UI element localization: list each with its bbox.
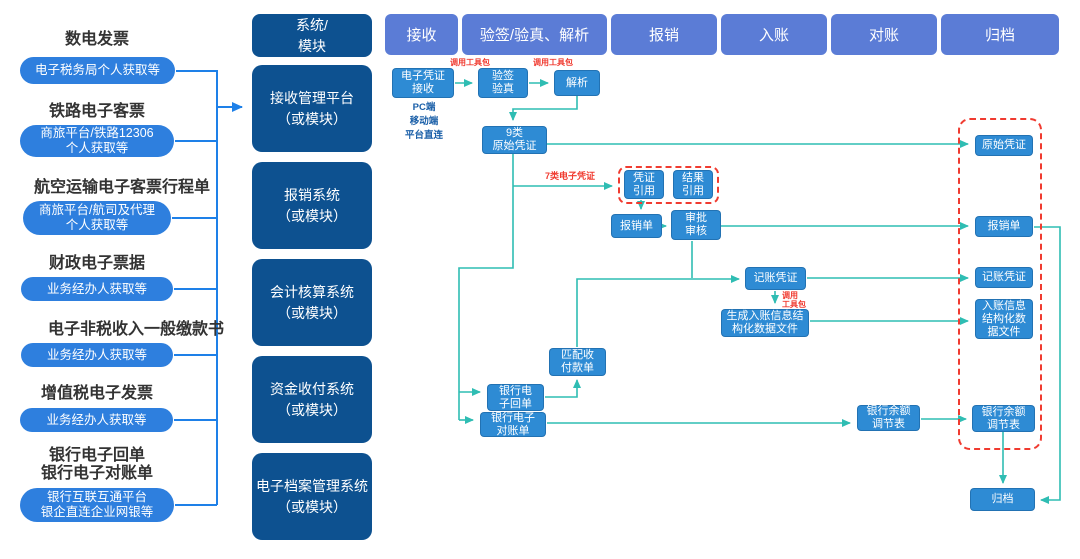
label-toolkit-1: 调用工具包 bbox=[450, 58, 490, 67]
stage-expense: 报销 bbox=[611, 14, 717, 55]
node-parse: 解析 bbox=[554, 70, 600, 96]
flow-arrows bbox=[455, 79, 1061, 504]
source-title-2: 铁路电子客票 bbox=[48, 103, 145, 120]
system-box-accounting-system: 会计核算系统 （或模块） bbox=[252, 259, 372, 346]
source-title-3: 航空运输电子客票行程单 bbox=[33, 179, 210, 196]
stage-archive: 归档 bbox=[941, 14, 1059, 55]
source-connectors bbox=[172, 70, 243, 506]
node-receive: 电子凭证 接收 bbox=[392, 68, 454, 98]
source-pill-6: 业务经办人获取等 bbox=[20, 408, 173, 432]
node-bank-reconciliation-mid: 银行余额 调节表 bbox=[857, 405, 920, 431]
source-title-1: 数电发票 bbox=[64, 31, 129, 48]
node-expense-form: 报销单 bbox=[611, 214, 662, 238]
stage-verify-parse: 验签/验真、解析 bbox=[462, 14, 607, 55]
dashed-group-archive bbox=[958, 118, 1042, 450]
node-archive: 归档 bbox=[970, 488, 1035, 511]
arrow-expense-form-archive-to-archive bbox=[1034, 226, 1061, 504]
arrow-parse-to-nine-types bbox=[509, 96, 578, 121]
node-accounting-voucher-archive: 记账凭证 bbox=[975, 267, 1033, 288]
source-pill-2: 商旅平台/铁路12306 个人获取等 bbox=[20, 125, 174, 157]
source-pill-3: 商旅平台/航司及代理 个人获取等 bbox=[23, 201, 171, 235]
system-column-header: 系统/ 模块 bbox=[252, 14, 372, 57]
line-nine-types-trunk bbox=[458, 154, 514, 420]
node-match-payment: 匹配收 付款单 bbox=[549, 348, 606, 376]
stage-receive: 接收 bbox=[385, 14, 458, 55]
node-structured-file-archive: 入账信息 结构化数 据文件 bbox=[975, 299, 1033, 339]
source-pill-5: 业务经办人获取等 bbox=[21, 343, 173, 367]
node-bank-reconciliation-archive: 银行余额 调节表 bbox=[972, 405, 1035, 432]
source-title-5: 电子非税收入一般缴款书 bbox=[47, 321, 224, 338]
source-title-4: 财政电子票据 bbox=[48, 255, 145, 272]
stage-posting: 入账 bbox=[721, 14, 827, 55]
node-verify: 验签 验真 bbox=[478, 68, 528, 98]
label-toolkit-2: 调用工具包 bbox=[533, 58, 573, 67]
label-toolkit-3: 调用 工具包 bbox=[782, 291, 806, 309]
node-bank-receipt: 银行电 子回单 bbox=[487, 384, 544, 411]
label-seven-types: 7类电子凭证 bbox=[544, 171, 595, 181]
arrow-match-to-accounting-voucher bbox=[576, 275, 740, 347]
node-expense-form-archive: 报销单 bbox=[975, 216, 1033, 237]
source-pill-4: 业务经办人获取等 bbox=[21, 277, 173, 301]
system-box-receive-platform: 接收管理平台 （或模块） bbox=[252, 65, 372, 152]
source-title-7: 银行电子回单 银行电子对账单 bbox=[40, 447, 153, 482]
source-pill-7: 银行互联互通平台 银企直连企业网银等 bbox=[20, 488, 174, 522]
dashed-group-reference bbox=[618, 166, 719, 204]
source-title-6: 增值税电子发票 bbox=[40, 385, 153, 402]
node-result-ref: 结果 引用 bbox=[673, 170, 713, 199]
node-generate-structured: 生成入账信息结 构化数据文件 bbox=[721, 309, 809, 337]
node-bank-statement: 银行电子 对账单 bbox=[480, 412, 546, 437]
node-voucher-ref: 凭证 引用 bbox=[624, 170, 664, 199]
node-nine-types: 9类 原始凭证 bbox=[482, 126, 547, 154]
system-box-expense-system: 报销系统 （或模块） bbox=[252, 162, 372, 249]
node-approval: 审批 审核 bbox=[671, 210, 721, 240]
arrow-bank-receipt-to-match bbox=[545, 379, 581, 398]
node-original-voucher-archive: 原始凭证 bbox=[975, 135, 1033, 156]
system-box-archive-system: 电子档案管理系统 （或模块） bbox=[252, 453, 372, 540]
system-box-funds-system: 资金收付系统 （或模块） bbox=[252, 356, 372, 443]
label-client-channels: PC端 移动端 平台直连 bbox=[404, 102, 443, 141]
stage-reconcile: 对账 bbox=[831, 14, 937, 55]
node-accounting-voucher: 记账凭证 bbox=[745, 267, 806, 290]
source-pill-1: 电子税务局个人获取等 bbox=[20, 57, 175, 84]
